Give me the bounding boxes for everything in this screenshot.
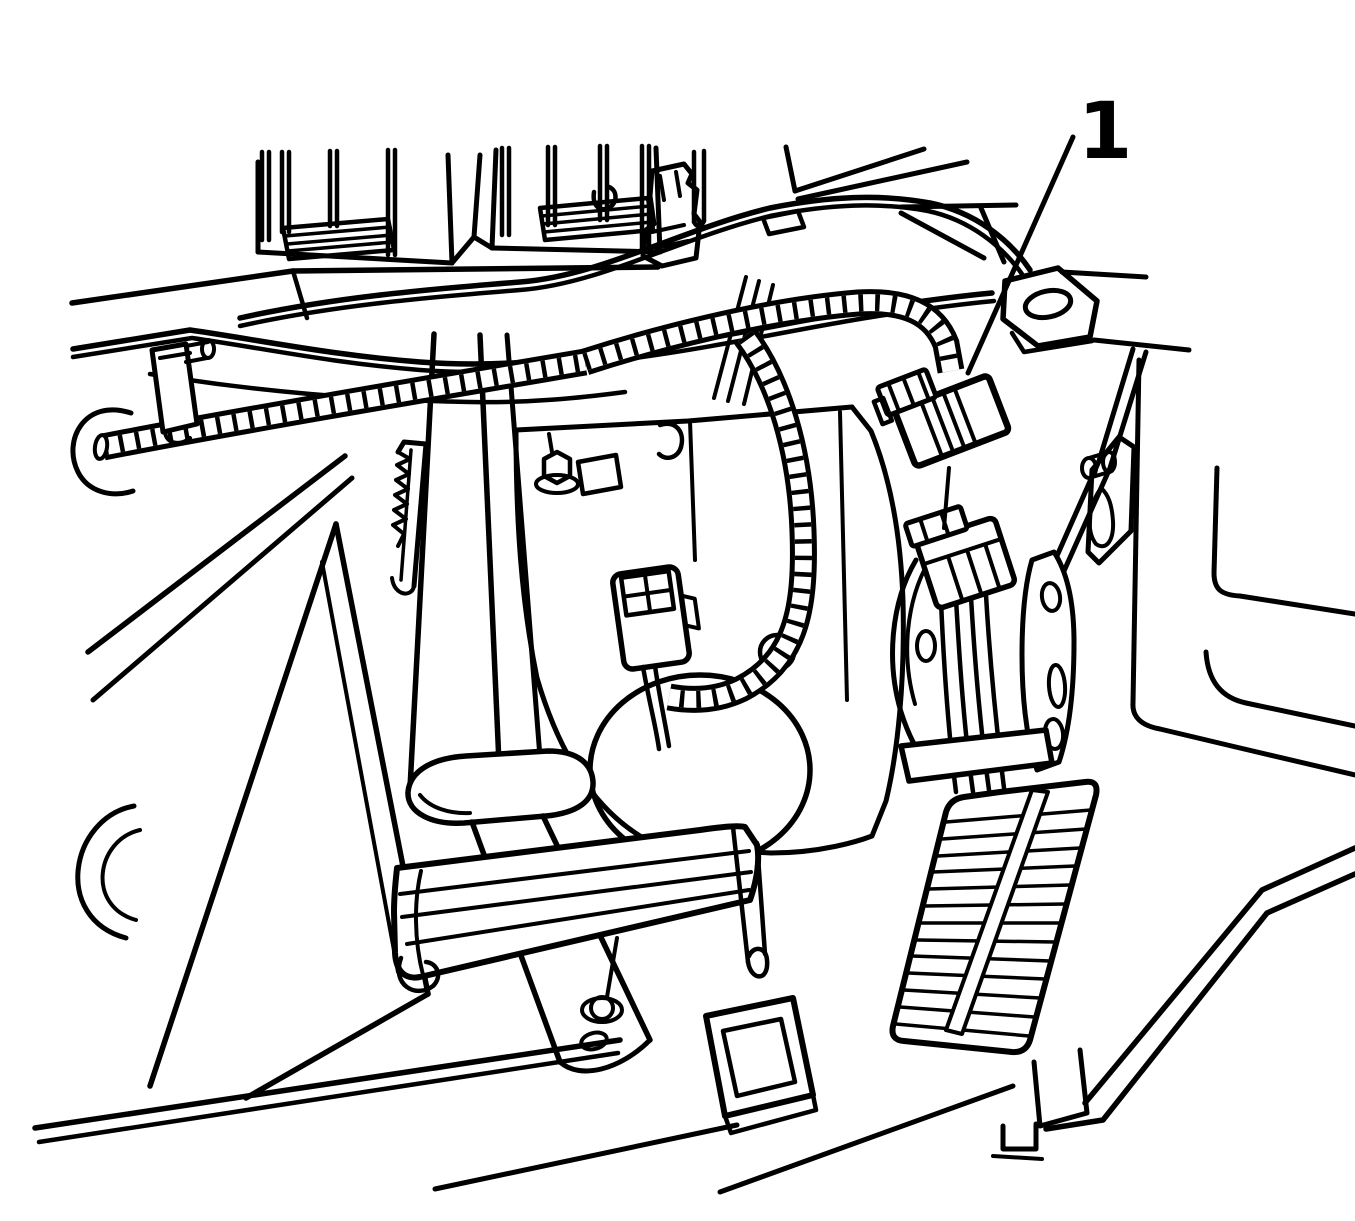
pedal-lower-bracket bbox=[991, 1047, 1090, 1161]
harness-end-cap bbox=[92, 433, 110, 461]
left-kick-panel bbox=[70, 407, 431, 1101]
lower-harness-connector bbox=[610, 564, 701, 672]
heater-blower-case bbox=[513, 275, 906, 868]
lower-connector-wires bbox=[640, 663, 672, 752]
wiring-harness bbox=[92, 289, 965, 713]
pedal-center-band bbox=[944, 788, 1050, 1036]
harness-clip bbox=[149, 338, 216, 445]
j-hook-clip bbox=[656, 421, 685, 460]
floor-pan bbox=[32, 1037, 1016, 1195]
clip-plate bbox=[1085, 434, 1137, 566]
column-boot bbox=[405, 748, 596, 826]
accelerator-pedal bbox=[889, 778, 1100, 1161]
callout-1-label: 1 bbox=[1078, 87, 1132, 177]
callout-1-leader-line bbox=[965, 134, 1076, 376]
pedal-stop-bumper bbox=[703, 995, 819, 1136]
hvac-module-housings bbox=[255, 143, 707, 266]
sensor-right-bracket bbox=[1019, 549, 1077, 773]
serrated-retainer-bracket bbox=[390, 439, 429, 596]
center-fasteners bbox=[534, 421, 685, 497]
sensor-base-bar bbox=[898, 727, 1055, 784]
app-sensor-assembly bbox=[890, 504, 1077, 795]
small-bracket bbox=[575, 452, 624, 497]
callout-1: 1 bbox=[965, 87, 1132, 376]
steering-column bbox=[405, 331, 653, 1074]
app-sensor-connector bbox=[903, 504, 1017, 611]
hex-nut bbox=[541, 449, 573, 486]
right-body-structure bbox=[1000, 265, 1355, 1132]
mounting-clip-bracket bbox=[640, 161, 703, 269]
connector-item-1 bbox=[871, 367, 1012, 530]
washer bbox=[534, 473, 580, 495]
oval-hole-bracket bbox=[1000, 265, 1100, 349]
brake-pedal bbox=[391, 823, 770, 994]
rocker-sill-line bbox=[1082, 845, 1355, 1106]
